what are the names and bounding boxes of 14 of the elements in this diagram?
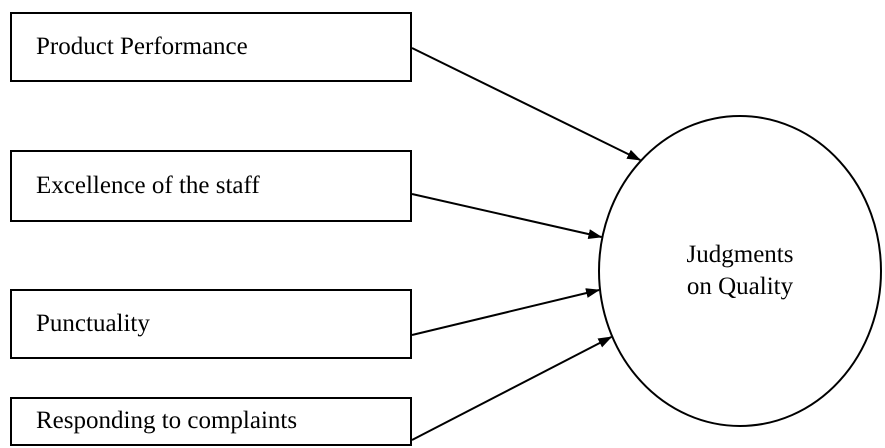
arrow bbox=[412, 336, 612, 441]
node-label: Excellence of the staff bbox=[36, 170, 260, 201]
factor-box bbox=[10, 289, 412, 359]
factor-box bbox=[10, 150, 412, 222]
factor-box bbox=[10, 397, 412, 446]
ellipse-node bbox=[598, 115, 882, 427]
arrow bbox=[412, 288, 600, 336]
node-label: Product Performance bbox=[36, 32, 248, 62]
node-label: Punctuality bbox=[36, 308, 150, 339]
arrow bbox=[412, 193, 602, 239]
factor-box bbox=[10, 12, 412, 82]
arrow bbox=[412, 47, 642, 161]
node-label: Judgments on Quality bbox=[686, 240, 794, 302]
node-label: Responding to complaints bbox=[36, 406, 298, 436]
